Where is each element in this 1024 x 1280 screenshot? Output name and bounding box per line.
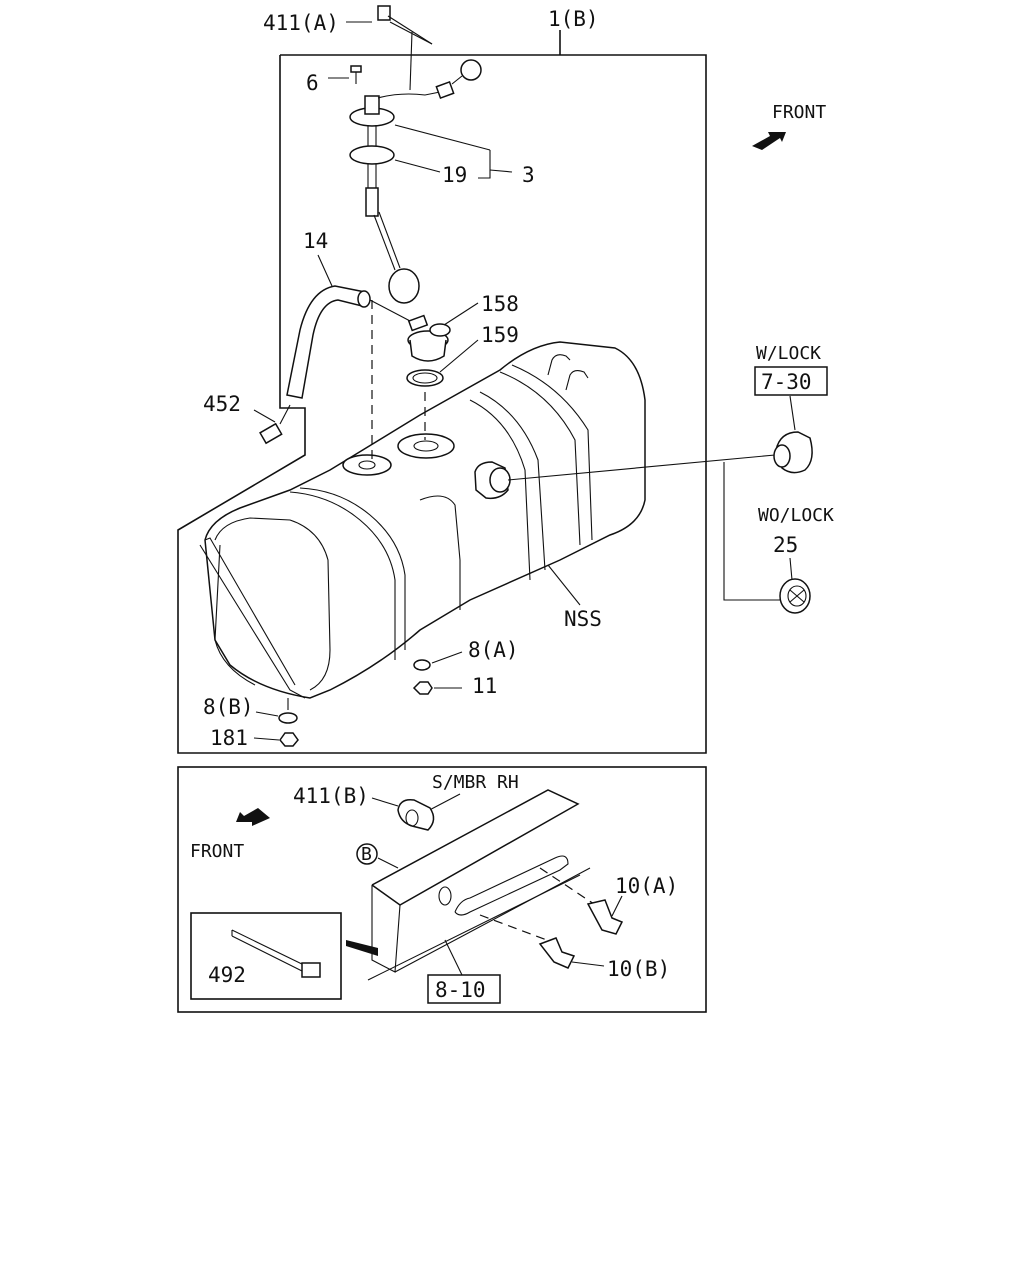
label-452: 452 (203, 392, 241, 416)
member-label: S/MBR RH (432, 772, 519, 793)
label-10b: 10(B) (607, 957, 670, 981)
label-8a: 8(A) (468, 638, 519, 662)
bracket-10b (538, 937, 605, 969)
fuel-sender-unit (349, 81, 455, 460)
connector-452 (253, 404, 291, 445)
label-159: 159 (481, 323, 519, 347)
label-19: 19 (442, 163, 467, 187)
front-arrow-bottom (236, 808, 270, 826)
cable-tie-492 (231, 929, 321, 978)
front-arrow-top (752, 132, 786, 150)
fuel-cap-25 (779, 557, 811, 614)
with-lock-ref-box (754, 366, 828, 396)
label-14: 14 (303, 229, 328, 253)
hose-14 (286, 254, 413, 399)
fuel-tank (199, 341, 646, 699)
filler-cap-leader (507, 454, 780, 601)
ref-b-circle-bottom (356, 843, 399, 869)
washer-nut-8b-181 (253, 698, 299, 747)
label-11: 11 (472, 674, 497, 698)
ref-b-circle-top (451, 59, 482, 85)
label-10a: 10(A) (615, 874, 678, 898)
label-181: 181 (210, 726, 248, 750)
side-member-rail (346, 789, 601, 981)
valve-158 (407, 302, 479, 362)
washer-nut-8a-11 (412, 651, 463, 695)
assembly-label: 1(B) (548, 7, 599, 31)
label-158: 158 (481, 292, 519, 316)
label-411b: 411(B) (293, 784, 369, 808)
ref-810: 8-10 (435, 978, 486, 1002)
label-25: 25 (773, 533, 798, 557)
without-lock-title: WO/LOCK (758, 505, 834, 526)
screw-6 (328, 65, 362, 84)
label-6: 6 (306, 71, 319, 95)
ref-810-leader (444, 939, 463, 976)
ref-810-box (427, 974, 501, 1004)
clip-411b (371, 797, 435, 831)
bottom-panel-frame (177, 766, 707, 1013)
label-nss: NSS (564, 607, 602, 631)
inset-492-frame (190, 912, 342, 1000)
ref-b-bottom: B (361, 844, 372, 865)
with-lock-ref: 7-30 (761, 370, 812, 394)
cable-tie-411a (346, 5, 433, 91)
label-492: 492 (208, 963, 246, 987)
label-411a: 411(A) (263, 11, 339, 35)
with-lock-title: W/LOCK (756, 343, 821, 364)
front-label-top: FRONT (772, 102, 826, 123)
front-label-bottom: FRONT (190, 841, 244, 862)
label-3: 3 (522, 163, 535, 187)
locking-cap (773, 395, 813, 474)
leader-19-3 (394, 124, 513, 179)
label-8b: 8(B) (203, 695, 254, 719)
seal-159 (406, 339, 479, 440)
bracket-10a (586, 895, 624, 935)
nss-leader (547, 564, 581, 606)
